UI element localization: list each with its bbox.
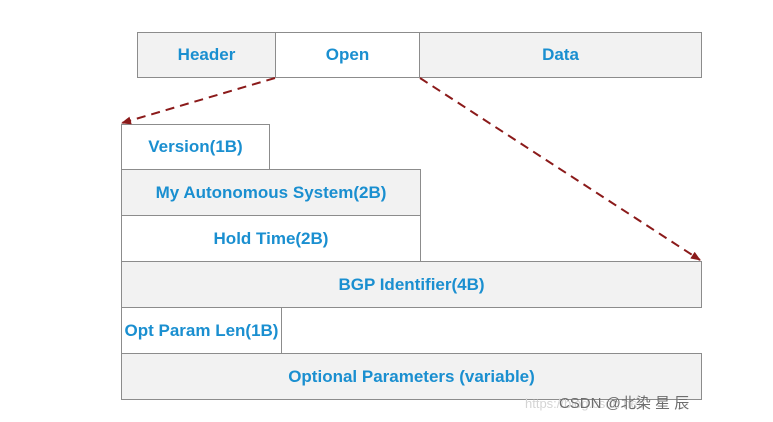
opt-param-len-label: Opt Param Len(1B) — [124, 320, 279, 340]
watermark: https://blog.csdn.net/CSDN @北染 星 辰 — [525, 392, 689, 413]
header-segment: Header — [137, 32, 276, 78]
bgp-identifier-label: BGP Identifier(4B) — [338, 274, 485, 294]
my-as-field: My Autonomous System(2B) — [121, 169, 421, 216]
watermark-url: https://blog.csdn.net/ — [525, 396, 645, 411]
open-label: Open — [325, 45, 370, 64]
left-dashed-arrow — [121, 77, 276, 125]
open-segment: Open — [275, 32, 420, 78]
hold-time-label: Hold Time(2B) — [213, 228, 329, 248]
data-segment: Data — [419, 32, 702, 78]
watermark-brand: CSDN @北染 星 辰 — [558, 395, 690, 412]
optional-parameters-label: Optional Parameters (variable) — [288, 366, 535, 386]
my-as-label: My Autonomous System(2B) — [155, 182, 387, 202]
optional-parameters-field: Optional Parameters (variable) — [121, 353, 702, 400]
right-dashed-arrow — [419, 77, 701, 261]
header-label: Header — [177, 45, 236, 64]
opt-param-len-field: Opt Param Len(1B) — [121, 307, 282, 354]
data-label: Data — [542, 45, 579, 64]
bgp-identifier-field: BGP Identifier(4B) — [121, 261, 702, 308]
hold-time-field: Hold Time(2B) — [121, 215, 421, 262]
version-label: Version(1B) — [148, 137, 243, 156]
